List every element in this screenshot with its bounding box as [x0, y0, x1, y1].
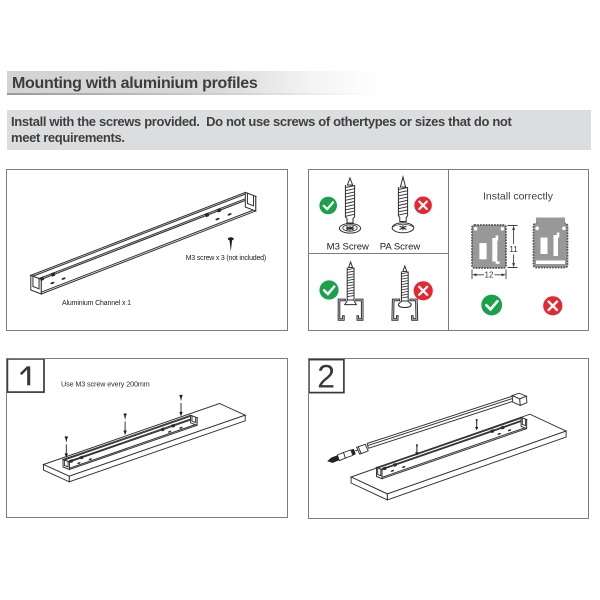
svg-text:M3 screw x 3 (not included): M3 screw x 3 (not included) [186, 255, 266, 262]
svg-text:Use M3 screw every 200mm: Use M3 screw every 200mm [61, 380, 150, 389]
svg-text:11: 11 [509, 245, 518, 254]
svg-text:12: 12 [485, 271, 494, 280]
svg-text:Install correctly: Install correctly [483, 191, 554, 203]
svg-text:2: 2 [317, 359, 335, 394]
svg-text:M3 Screw: M3 Screw [327, 242, 369, 253]
svg-text:Aluminium Channel x 1: Aluminium Channel x 1 [62, 300, 131, 307]
svg-text:PA Screw: PA Screw [380, 242, 421, 253]
